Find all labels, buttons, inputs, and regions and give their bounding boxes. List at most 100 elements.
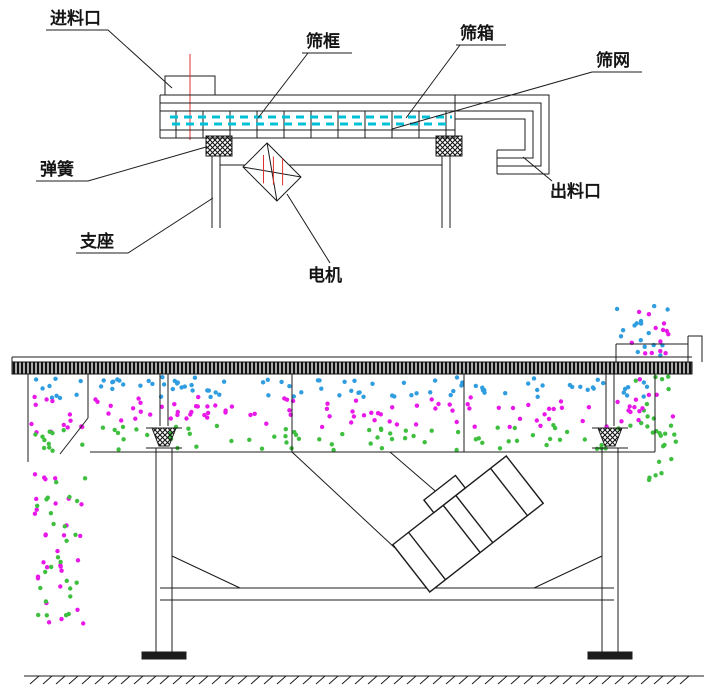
particle-dot [50,448,55,453]
particle-dot [317,378,322,383]
particle-dot [661,321,667,326]
particle-dot [229,438,234,444]
particle-dot [179,385,184,390]
particle-dot [361,413,367,418]
particle-dot [401,380,407,385]
particle-dot [428,390,433,395]
ground-hatch-stroke [94,675,105,685]
particle-dot [633,378,638,383]
particle-dot [578,384,583,389]
particle-dot [57,395,63,401]
particle-dot [68,594,73,599]
particle-dot [653,325,658,331]
particle-dot [653,473,658,478]
particle-dot [342,379,347,384]
motor-assembly [391,455,545,593]
particle-dot [42,475,47,480]
particle-dot [46,620,52,625]
particle-dot [206,388,211,393]
particle-dot [459,383,464,388]
label-screen-box: 筛箱 [460,23,494,44]
particle-dot [451,388,456,394]
particle-dot [538,423,543,428]
particle-dot [660,327,666,333]
ground-hatch-stroke [341,675,352,685]
particle-dot [542,412,547,417]
particle-dot [214,423,220,429]
particle-dot [361,394,366,399]
spring-mount-right [592,427,628,449]
particle-dot [51,521,56,527]
particle-dot [638,321,644,326]
particle-dot [247,437,252,442]
ground-hatch-stroke [562,675,573,685]
ground-line [24,675,704,685]
particle-dot [512,425,517,431]
particle-dot [116,447,121,452]
particle-dot [615,399,620,405]
particle-dot [367,427,372,433]
particle-dot [663,351,668,356]
particle-dot [531,376,537,381]
particle-dot [551,406,556,412]
particle-dot [329,442,334,447]
particle-dot [54,480,59,485]
particle-dot [497,446,503,451]
particle-dot [429,428,434,433]
particle-dot [190,388,195,393]
particle-dot [58,563,63,568]
motor-junction-box [422,474,467,514]
particle-dot [202,412,207,418]
particle-dot [101,378,106,383]
particle-dot [570,384,575,390]
particle-dot [284,440,289,445]
particle-dot [33,432,38,437]
particle-dot [53,376,58,381]
particle-dot [73,532,78,537]
particle-dot [640,406,645,411]
particle-dot [58,584,63,589]
particle-dot [510,405,516,411]
particle-dot [618,334,624,339]
particle-dot [40,434,45,439]
particle-dot [319,386,324,391]
particle-dot [44,397,49,402]
particle-dot [50,398,55,404]
particle-dot [195,404,200,409]
spring-mount-left [146,427,182,449]
ground-hatch-stroke [432,675,443,685]
particle-dot [248,412,253,418]
particle-dot [635,349,640,355]
particle-dot [78,378,83,384]
particle-dot [340,431,345,437]
cross-beam [160,555,614,601]
particle-dot [74,580,79,585]
particle-dot [145,432,150,438]
ground-hatch-stroke [549,675,560,685]
particle-dot [480,385,485,390]
ground-hatch-stroke [211,675,222,685]
particle-dot [68,586,73,591]
particle-dot [661,444,666,449]
particle-dot [35,503,40,508]
particle-dot [658,433,663,438]
particle-dot [81,621,86,626]
particle-dot [673,439,678,444]
particle-dot [168,416,173,421]
particle-dot [643,351,648,356]
particle-dot [535,394,540,399]
particle-dot [38,585,43,591]
particle-dot [78,533,83,539]
particle-dot [41,445,47,451]
ground-hatch-stroke [159,675,170,685]
ground-hatch-stroke [185,675,196,685]
particle-dot [668,423,674,428]
particle-dot [620,328,626,333]
left-leg [141,448,187,660]
ground-hatch-stroke [198,675,209,685]
ground-hatch-stroke [55,675,66,685]
particle-dot [390,393,395,398]
particle-dot [411,433,416,439]
particle-dot [217,392,222,397]
particle-dot [595,377,600,382]
